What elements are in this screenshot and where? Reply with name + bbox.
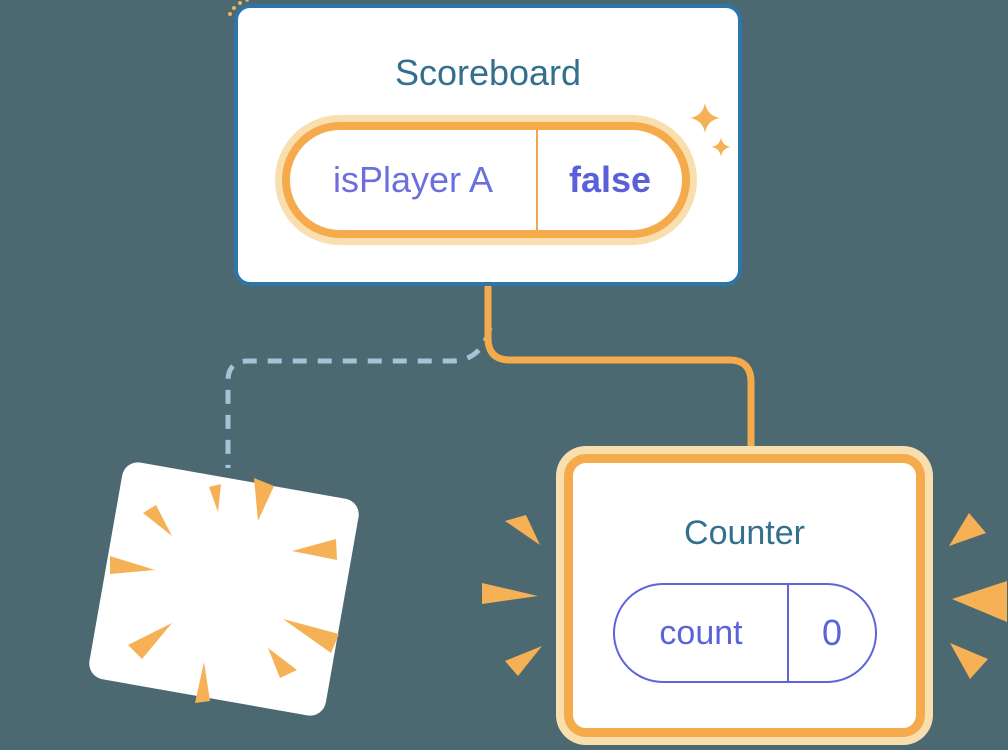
scoreboard-state-pill: isPlayer A false: [275, 115, 697, 245]
dashed-connector-line: [225, 327, 493, 468]
sparkles-icon: [690, 103, 731, 157]
counter-state-value-label: 0: [821, 612, 843, 653]
destroyed-component-card: [89, 462, 359, 716]
poof-rays-icon: [110, 478, 339, 703]
counter-component-card: Counter count 0: [556, 446, 933, 745]
scoreboard-title: Scoreboard: [394, 52, 582, 93]
counter-state-name-label: count: [659, 613, 743, 652]
solid-connector-line: [484, 280, 755, 450]
emphasis-rays-right-icon: [949, 513, 1007, 679]
pill-divider: [536, 130, 538, 230]
sparkle-dots-icon: [228, 0, 249, 16]
state-name-label: isPlayer A: [332, 159, 494, 200]
state-value-label: false: [568, 159, 652, 200]
scoreboard-component-card: Scoreboard isPlayer A false: [234, 4, 742, 286]
emphasis-rays-left-icon: [482, 515, 542, 676]
counter-pill-divider: [787, 585, 789, 681]
counter-state-pill: count 0: [613, 583, 877, 683]
counter-title: Counter: [684, 514, 805, 552]
